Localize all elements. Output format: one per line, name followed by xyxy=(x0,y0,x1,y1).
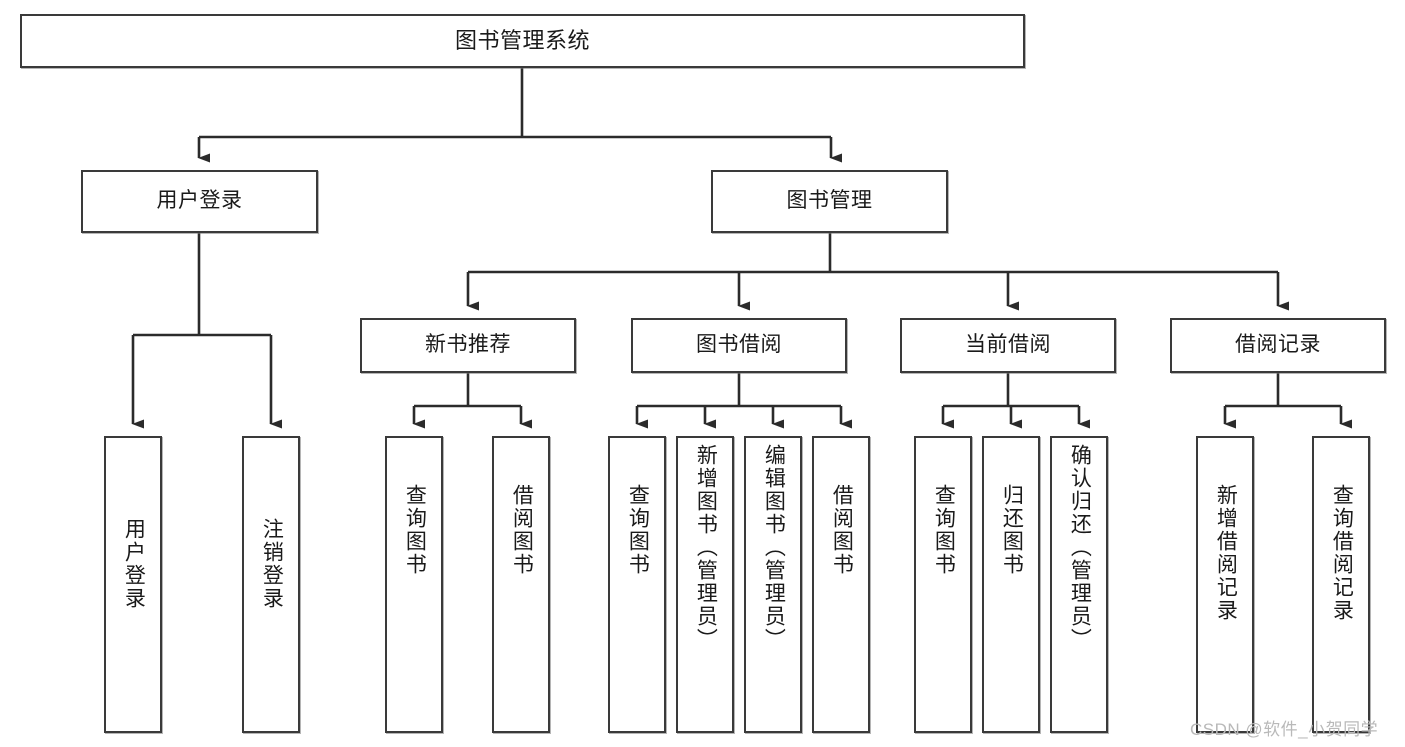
leaf-add-book-admin[interactable]: 新增图书（管理员） xyxy=(676,436,734,733)
node-new-book-recommend[interactable]: 新书推荐 xyxy=(360,318,576,373)
leaf-confirm-return-admin[interactable]: 确认归还（管理员） xyxy=(1050,436,1108,733)
watermark: CSDN @软件_小贺同学 xyxy=(1190,720,1379,739)
node-label: 查询借阅记录 xyxy=(1330,484,1354,622)
node-label: 查询图书 xyxy=(403,484,427,576)
node-label: 借阅图书 xyxy=(510,484,534,576)
node-label: 确认归还（管理员） xyxy=(1068,444,1092,651)
leaf-logout[interactable]: 注销登录 xyxy=(242,436,300,733)
leaf-borrow-book-recommend[interactable]: 借阅图书 xyxy=(492,436,550,733)
node-label: 图书借阅 xyxy=(696,333,782,357)
leaf-add-borrow-record[interactable]: 新增借阅记录 xyxy=(1196,436,1254,733)
node-label: 图书管理系统 xyxy=(454,28,590,54)
leaf-borrow-book[interactable]: 借阅图书 xyxy=(812,436,870,733)
node-book-borrow[interactable]: 图书借阅 xyxy=(631,318,847,373)
node-label: 用户登录 xyxy=(122,518,146,610)
node-label: 注销登录 xyxy=(260,518,284,610)
node-label: 图书管理 xyxy=(786,189,873,213)
leaf-query-borrow-record[interactable]: 查询借阅记录 xyxy=(1312,436,1370,733)
node-label: 查询图书 xyxy=(626,484,650,576)
node-label: 编辑图书（管理员） xyxy=(762,444,786,651)
node-user-login[interactable]: 用户登录 xyxy=(81,170,318,233)
leaf-edit-book-admin[interactable]: 编辑图书（管理员） xyxy=(744,436,802,733)
node-borrow-record[interactable]: 借阅记录 xyxy=(1170,318,1386,373)
node-label: 借阅记录 xyxy=(1235,333,1321,357)
node-label: 归还图书 xyxy=(1000,484,1024,576)
node-root[interactable]: 图书管理系统 xyxy=(20,14,1025,68)
leaf-user-login[interactable]: 用户登录 xyxy=(104,436,162,733)
node-book-management[interactable]: 图书管理 xyxy=(711,170,948,233)
node-label: 查询图书 xyxy=(932,484,956,576)
leaf-query-book-current[interactable]: 查询图书 xyxy=(914,436,972,733)
node-label: 新增图书（管理员） xyxy=(694,444,718,651)
leaf-return-book[interactable]: 归还图书 xyxy=(982,436,1040,733)
leaf-query-book-recommend[interactable]: 查询图书 xyxy=(385,436,443,733)
leaf-query-book-borrow[interactable]: 查询图书 xyxy=(608,436,666,733)
node-current-borrow[interactable]: 当前借阅 xyxy=(900,318,1116,373)
node-label: 借阅图书 xyxy=(830,484,854,576)
node-label: 新书推荐 xyxy=(425,333,511,357)
node-label: 用户登录 xyxy=(156,189,243,213)
node-label: 新增借阅记录 xyxy=(1214,484,1238,622)
node-label: 当前借阅 xyxy=(965,333,1051,357)
